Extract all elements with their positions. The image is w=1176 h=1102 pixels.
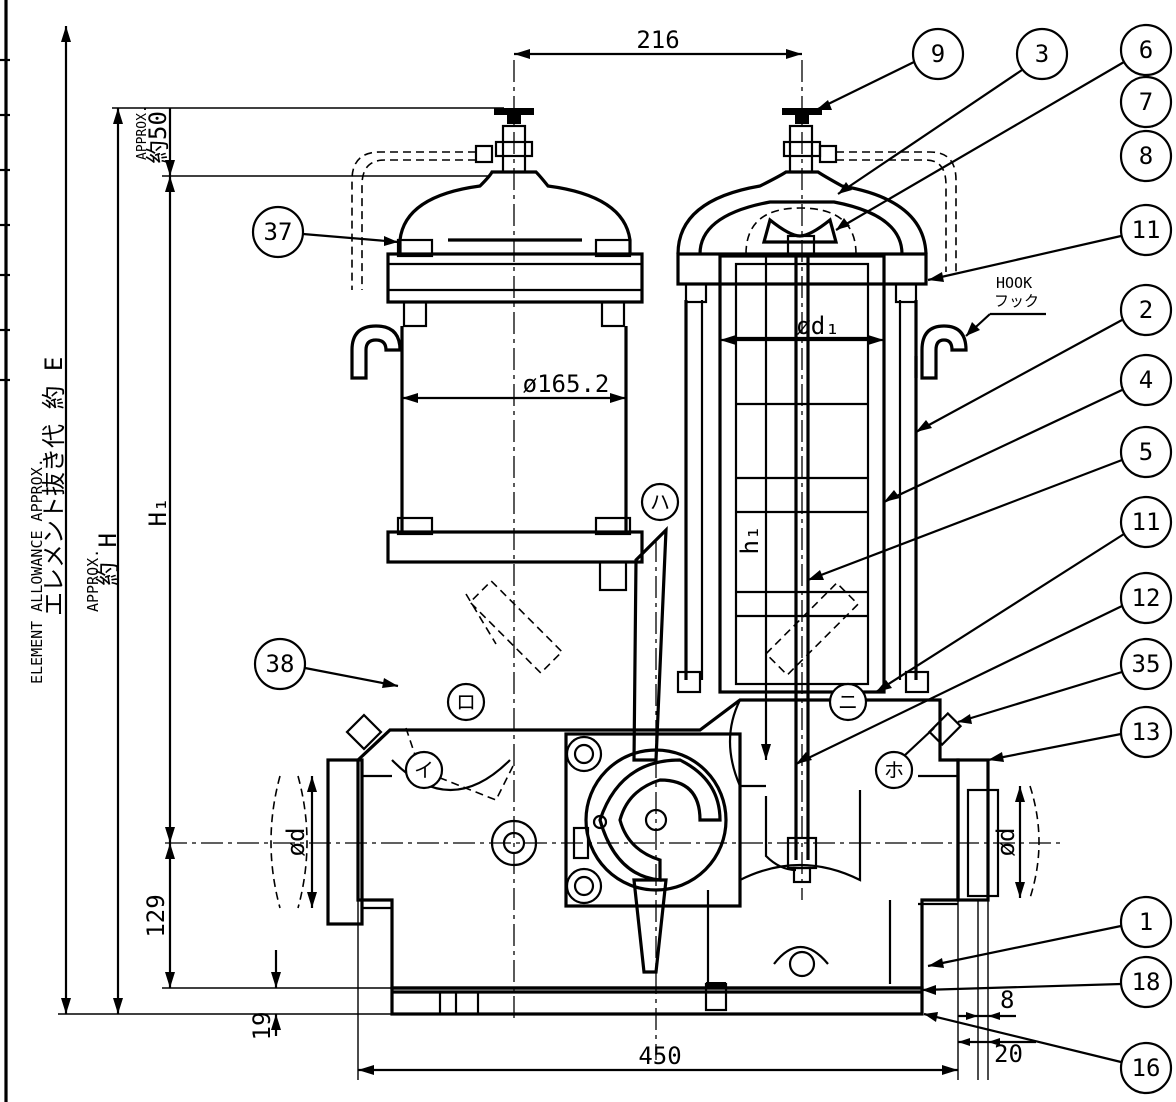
svg-text:ホ: ホ <box>884 758 904 782</box>
changeover-valve <box>564 525 742 974</box>
dim-h1-label: h₁ <box>736 526 764 555</box>
balloon-3: 3 <box>837 27 1069 195</box>
balloon-11-top: 11 <box>927 203 1173 282</box>
dimension-19: 19 <box>248 950 281 1040</box>
balloon-13: 13 <box>987 705 1173 762</box>
dimension-overall-H: APPROX. 約 H <box>84 108 123 1014</box>
element-allowance-jp: エレメント抜き代 約 E <box>40 357 68 616</box>
svg-text:37: 37 <box>264 218 293 246</box>
port-right-label: ød <box>992 828 1020 857</box>
dimension-129: 129 <box>142 843 392 989</box>
element-allowance-en: ELEMENT ALLOWANCE APPROX. <box>28 458 46 684</box>
left-vessel <box>350 108 644 675</box>
svg-text:11: 11 <box>1132 216 1161 244</box>
svg-text:9: 9 <box>931 40 945 68</box>
dimension-dia-165: ø165.2 <box>402 370 626 403</box>
sheet-border <box>0 0 10 1102</box>
dimension-H1: H₁ <box>144 175 490 843</box>
balloon-5: 5 <box>807 425 1173 582</box>
mark-ha: ハ <box>640 482 680 522</box>
overall-h-en: APPROX. <box>84 549 102 612</box>
mark-i: イ <box>404 750 444 790</box>
svg-text:11: 11 <box>1132 508 1161 536</box>
hook-callout: HOOK フック <box>965 274 1046 337</box>
balloon-6: 6 <box>835 23 1173 231</box>
svg-text:6: 6 <box>1139 36 1153 64</box>
svg-text:イ: イ <box>414 758 434 782</box>
balloon-35: 35 <box>957 637 1173 724</box>
balloon-9: 9 <box>815 27 965 111</box>
svg-text:35: 35 <box>1132 650 1161 678</box>
dimension-element-allowance: ELEMENT ALLOWANCE APPROX. エレメント抜き代 約 E <box>28 26 392 1015</box>
dim-8-label: 8 <box>1000 986 1014 1014</box>
dim-20-label: 20 <box>994 1040 1023 1068</box>
svg-text:1: 1 <box>1139 908 1153 936</box>
svg-text:5: 5 <box>1139 438 1153 466</box>
overall-h-jp: 約 H <box>94 533 122 586</box>
balloon-18: 18 <box>921 955 1173 1009</box>
balloon-2: 2 <box>915 283 1173 433</box>
dimension-port-left: ød <box>270 775 317 909</box>
svg-text:38: 38 <box>266 650 295 678</box>
dimension-h1: h₁ <box>736 256 771 760</box>
svg-text:3: 3 <box>1035 40 1049 68</box>
dimension-dia-d1: ød₁ <box>720 312 884 345</box>
svg-text:4: 4 <box>1139 366 1153 394</box>
part-balloons: 9 3 6 7 8 37 <box>251 23 1173 1095</box>
dim-450-label: 450 <box>638 1042 681 1070</box>
dim-19-label: 19 <box>248 1012 276 1041</box>
svg-text:7: 7 <box>1139 88 1153 116</box>
mark-ro: ロ <box>446 682 486 722</box>
dim-H1-label: H₁ <box>144 498 172 527</box>
mark-ni: ニ <box>828 682 868 722</box>
svg-text:13: 13 <box>1132 718 1161 746</box>
right-vessel <box>676 108 968 884</box>
hook-jp: フック <box>994 292 1039 310</box>
hook-en: HOOK <box>996 274 1032 292</box>
svg-text:ハ: ハ <box>650 490 670 514</box>
port-left-label: ød <box>282 828 310 857</box>
approx-50-en: APPROX. <box>135 105 150 160</box>
svg-text:ロ: ロ <box>456 690 476 714</box>
mark-ho: ホ <box>874 750 914 790</box>
balloon-4: 4 <box>883 353 1173 503</box>
balloon-38: 38 <box>253 637 399 691</box>
svg-text:2: 2 <box>1139 296 1153 324</box>
svg-text:16: 16 <box>1132 1054 1161 1082</box>
balloon-37: 37 <box>251 205 399 259</box>
dimension-port-right: ød <box>992 785 1040 899</box>
svg-text:12: 12 <box>1132 584 1161 612</box>
balloon-11-mid: 11 <box>875 495 1173 693</box>
dimension-8-20: 8 20 <box>958 900 1036 1080</box>
dim-165-label: ø165.2 <box>523 370 610 398</box>
dimension-approx-50: APPROX. 約50 <box>112 105 504 176</box>
svg-text:18: 18 <box>1132 968 1161 996</box>
dim-d1-label: ød₁ <box>796 312 839 340</box>
dimension-450: 450 <box>357 900 959 1080</box>
balloon-16: 16 <box>923 1012 1173 1095</box>
approx-50-jp: 約50 <box>144 111 172 164</box>
balloon-1: 1 <box>927 895 1173 968</box>
port-marks: ハ ロ ニ イ ホ <box>404 482 914 790</box>
balloon-8: 8 <box>1119 129 1173 183</box>
balloon-7: 7 <box>1119 75 1173 129</box>
body-housing <box>326 698 1000 1016</box>
svg-text:ニ: ニ <box>838 690 858 714</box>
dim-216-label: 216 <box>636 26 679 54</box>
dimension-216: 216 <box>514 26 802 59</box>
svg-text:8: 8 <box>1139 142 1153 170</box>
balloon-12: 12 <box>795 571 1173 765</box>
dim-129-label: 129 <box>142 894 170 937</box>
